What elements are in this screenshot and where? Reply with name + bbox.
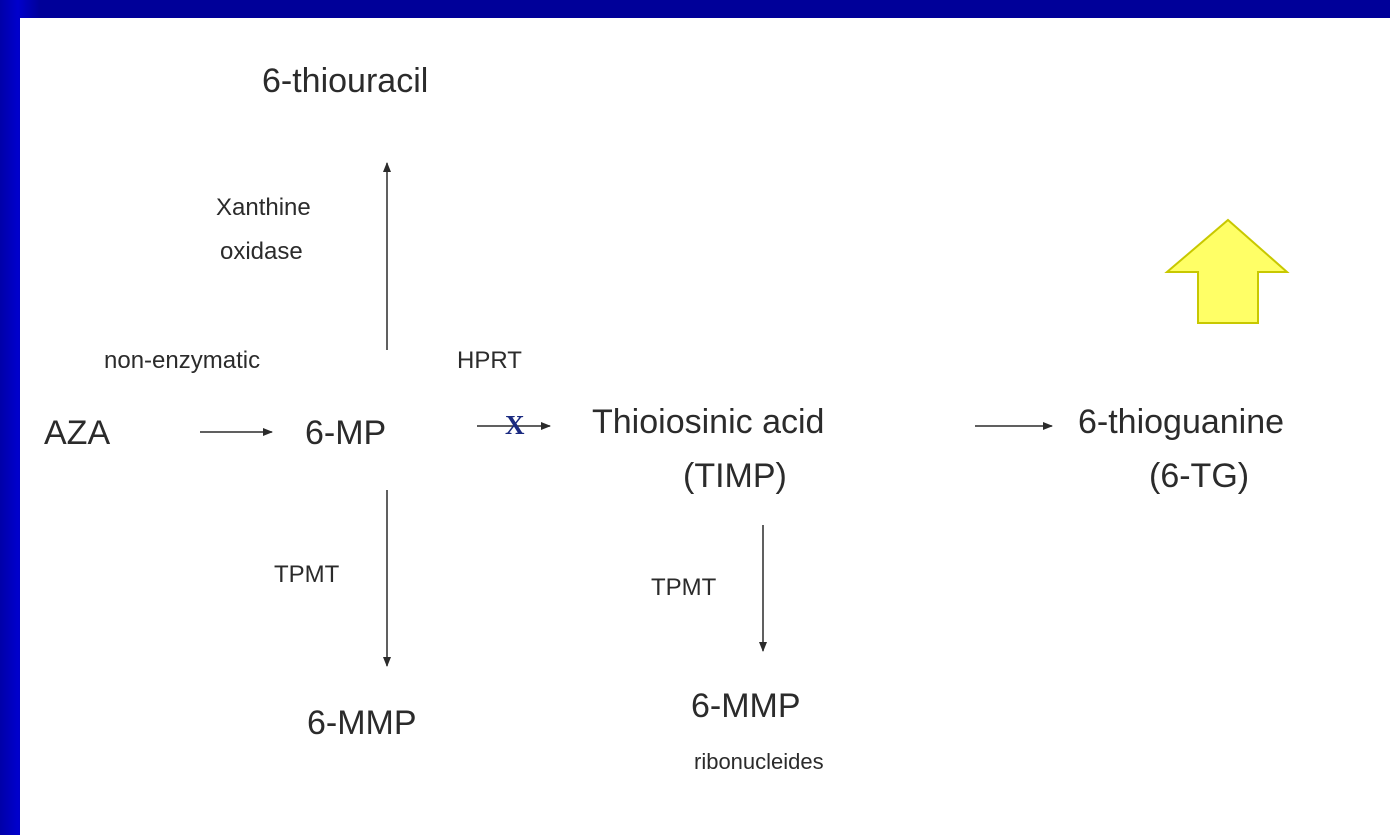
up-arrow-icon <box>1164 218 1290 324</box>
node-aza: AZA <box>44 414 111 452</box>
enzyme-tpmt-left: TPMT <box>274 561 340 588</box>
node-thioiosinic-acid: Thioiosinic acid <box>592 403 825 441</box>
node-6-thiouracil: 6-thiouracil <box>262 62 429 100</box>
node-6-mmp: 6-MMP <box>307 704 417 742</box>
node-6-mp: 6-MP <box>305 414 387 452</box>
slide-panel <box>20 18 1390 835</box>
node-6-mmp-ribonucleides: 6-MMP <box>691 687 801 725</box>
node-6-thioguanine: 6-thioguanine <box>1078 403 1285 441</box>
enzyme-xanthine-oxidase-line2: oxidase <box>220 238 303 265</box>
node-ribonucleides-label: ribonucleides <box>694 749 824 774</box>
blocked-mark: X <box>505 410 525 440</box>
enzyme-tpmt-right: TPMT <box>651 574 717 601</box>
enzyme-xanthine-oxidase-line1: Xanthine <box>216 194 311 221</box>
node-6-tg-abbr: (6-TG) <box>1149 457 1250 495</box>
node-timp-abbr: (TIMP) <box>683 457 787 495</box>
label-non-enzymatic: non-enzymatic <box>104 347 261 374</box>
enzyme-hprt: HPRT <box>457 347 522 374</box>
